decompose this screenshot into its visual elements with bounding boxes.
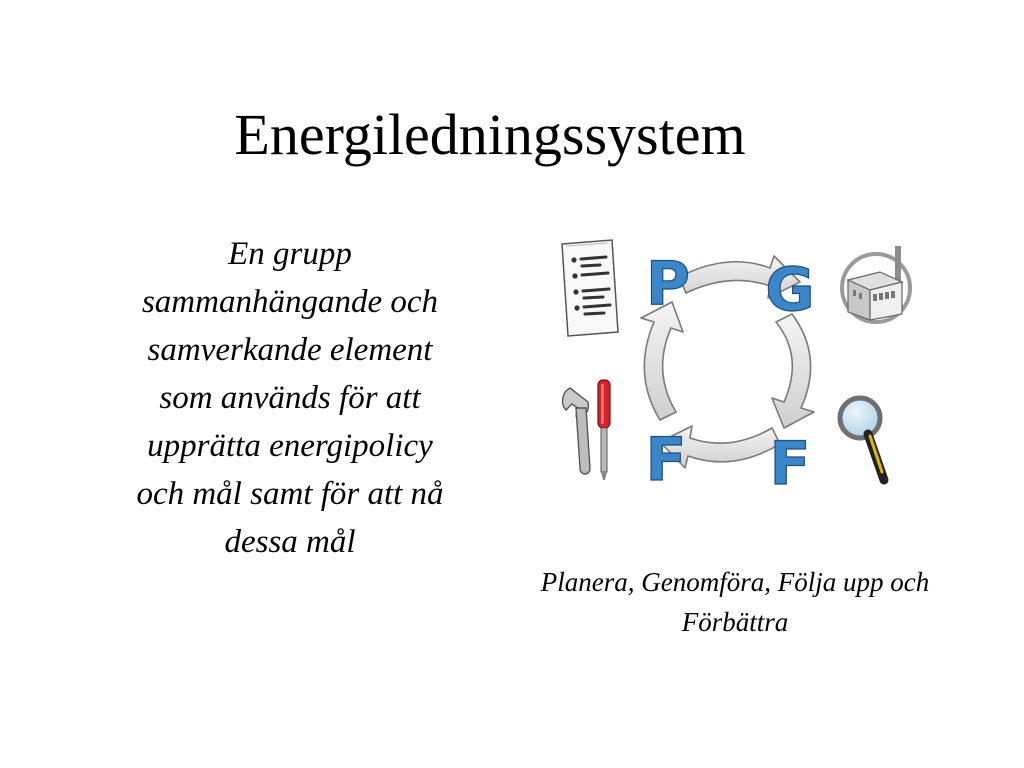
definition-line: och mål samt för att nå [136,476,444,512]
checklist-document-icon [561,239,619,337]
definition-text: En grupp sammanhängande och samverkande … [95,230,485,566]
arrow-left [640,301,684,421]
letter-p: P [646,249,690,319]
arrow-right [771,313,815,429]
letter-g: G [765,255,814,325]
magnifying-glass-icon [837,395,889,485]
tools-icon [561,379,611,480]
arrow-bottom [659,425,781,469]
caption-line: Förbättra [681,607,789,637]
definition-line: sammanhängande och [141,284,439,320]
arrow-top [678,255,801,299]
diagram-caption: Planera, Genomföra, Följa upp och Förbät… [480,562,990,642]
definition-line: dessa mål [224,524,356,560]
definition-line: En grupp [228,236,352,272]
factory-icon [840,246,912,324]
letter-f-left: F [646,425,687,495]
cycle-arrows [640,255,815,469]
slide-title: Energiledningssystem [234,102,746,167]
definition-line: samverkande element [147,332,433,368]
pdca-cycle-diagram: P G F F [561,239,912,500]
caption-line: Planera, Genomföra, Följa upp och [540,567,930,597]
definition-line: som används för att [159,380,421,416]
definition-line: upprätta energipolicy [147,428,433,464]
letter-f-right: F [770,429,811,499]
